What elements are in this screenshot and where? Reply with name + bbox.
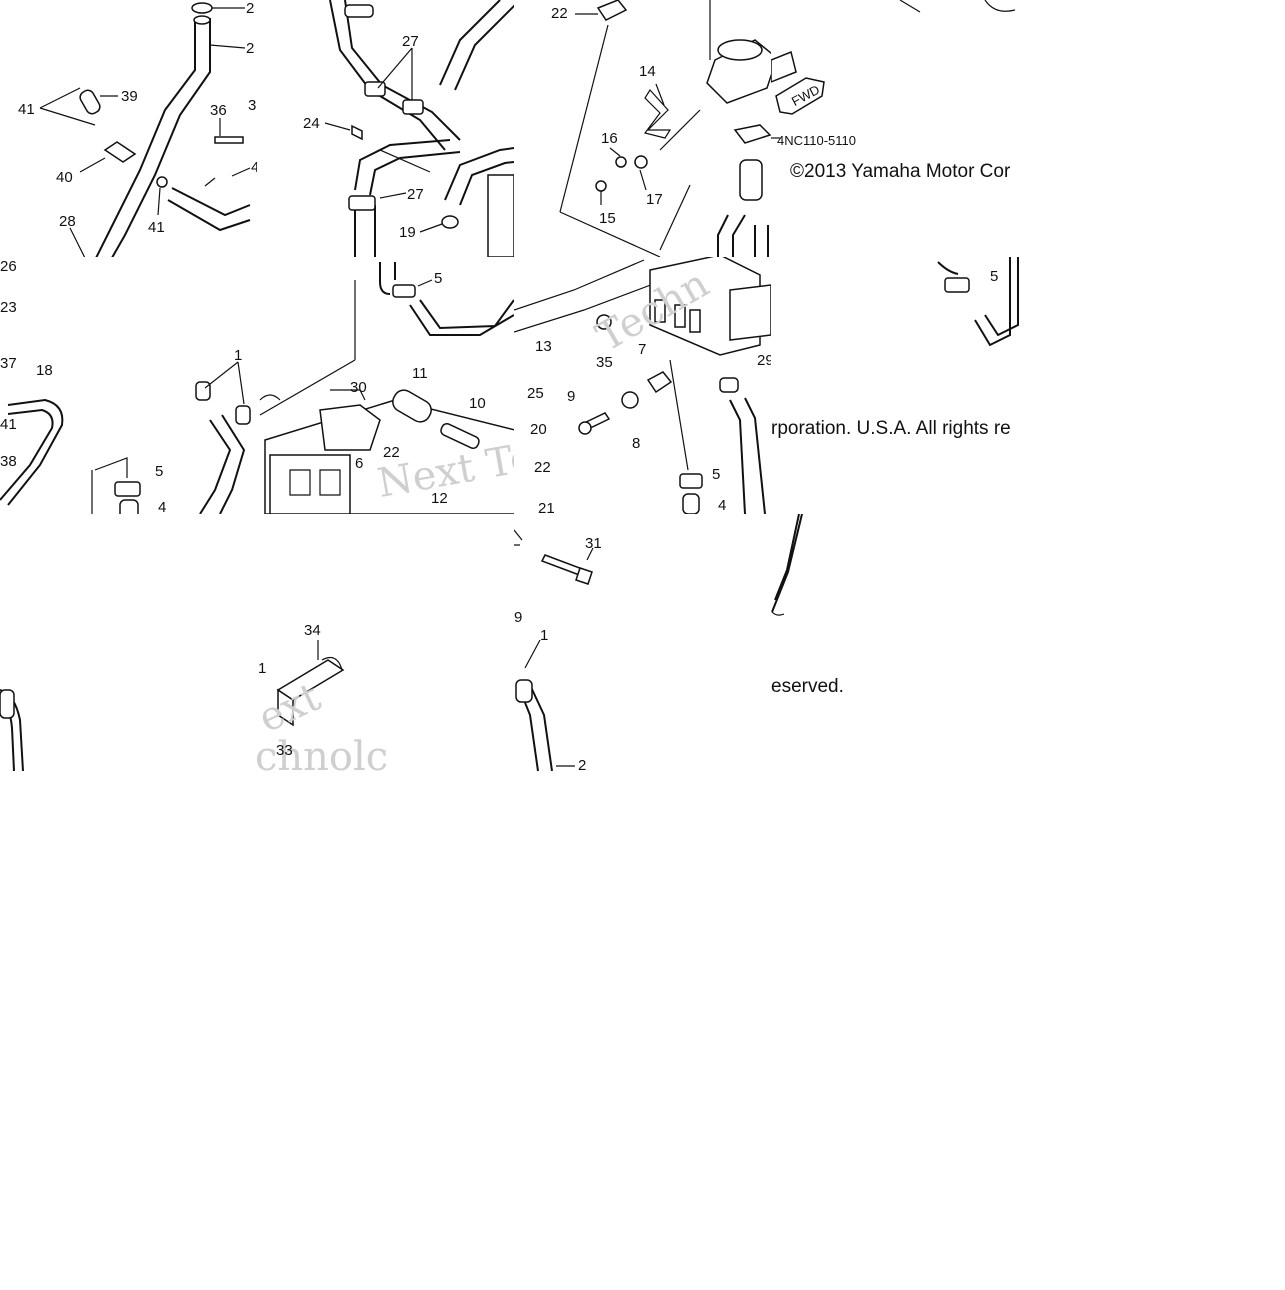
callout-5: 5 <box>990 268 998 285</box>
callout-38: 38 <box>0 453 17 470</box>
callout-41: 41 <box>148 219 165 236</box>
callout-5: 5 <box>155 463 163 480</box>
callout-20: 20 <box>530 421 547 438</box>
callout-1: 1 <box>540 627 548 644</box>
callout-13: 13 <box>535 338 552 355</box>
tile-bottom-center-right: 31 9 1 2 <box>514 529 602 774</box>
callout-41: 41 <box>0 416 17 433</box>
callout-3: 3 <box>301 511 309 528</box>
callout-16: 16 <box>601 130 618 147</box>
tile-middle-center-right: Techn 13 35 7 25 20 22 9 8 21 5 4 29 <box>514 257 774 517</box>
callout-35: 35 <box>596 354 613 371</box>
callout-6: 6 <box>355 455 363 472</box>
callout-2: 2 <box>246 0 254 17</box>
callout-25: 25 <box>527 385 544 402</box>
callout-1: 1 <box>258 660 266 677</box>
callout-41: 41 <box>18 101 35 118</box>
callout-1: 1 <box>234 347 242 364</box>
tile-middle-center-left: Next Te 30 11 10 22 6 12 3 5 <box>259 262 514 528</box>
callout-2: 2 <box>246 40 254 57</box>
watermark-text: chnolc <box>255 734 388 780</box>
callout-27: 27 <box>407 186 424 203</box>
tile-middle-left: 26 23 37 18 41 38 5 4 1 <box>0 258 251 516</box>
callout-5: 5 <box>712 466 720 483</box>
callout-4: 4 <box>158 499 166 516</box>
tile-top-center-right: 22 14 16 15 17 <box>551 0 771 257</box>
copyright-line-3: eserved. <box>771 676 844 697</box>
callout-40: 40 <box>56 169 73 186</box>
fwd-arrow-icon <box>775 77 825 115</box>
callout-5: 5 <box>434 270 442 287</box>
tile-top-right: FWD 4NC110-5110 ©2013 Yamaha Motor Cor <box>771 0 1016 182</box>
callout-11: 11 <box>412 365 428 382</box>
callout-28: 28 <box>59 213 76 230</box>
tile-top-left: 2 2 39 41 36 3 40 41 28 4 <box>18 0 259 257</box>
callout-21: 21 <box>538 500 555 517</box>
callout-29: 29 <box>757 352 774 369</box>
callout-8: 8 <box>632 435 640 452</box>
part-code: 4NC110-5110 <box>777 133 856 148</box>
callout-2: 2 <box>578 757 586 774</box>
callout-14: 14 <box>639 63 656 80</box>
callout-22: 22 <box>534 459 551 476</box>
callout-37: 37 <box>0 355 17 372</box>
callout-12: 12 <box>431 490 448 507</box>
callout-9: 9 <box>567 388 575 405</box>
callout-33: 33 <box>276 742 293 759</box>
callout-19: 19 <box>399 224 416 241</box>
callout-3: 3 <box>248 97 256 114</box>
tile-top-center-left: 27 24 27 19 <box>303 0 514 257</box>
callout-17: 17 <box>646 191 663 208</box>
callout-10: 10 <box>469 395 486 412</box>
callout-27: 27 <box>402 33 419 50</box>
tile-bottom-center-left: ext chnolc 34 1 33 <box>255 622 388 780</box>
callout-7: 7 <box>638 341 646 358</box>
callout-9: 9 <box>514 609 522 626</box>
callout-4: 4 <box>251 159 259 176</box>
callout-30: 30 <box>350 379 367 396</box>
callout-23: 23 <box>0 299 17 316</box>
copyright-line-1: ©2013 Yamaha Motor Cor <box>790 161 1011 182</box>
callout-34: 34 <box>304 622 321 639</box>
callout-18: 18 <box>36 362 53 379</box>
callout-39: 39 <box>121 88 138 105</box>
callout-22: 22 <box>383 444 400 461</box>
callout-15: 15 <box>599 210 616 227</box>
tile-bottom-left <box>0 689 24 771</box>
callout-24: 24 <box>303 115 320 132</box>
tile-middle-right: 5 rporation. U.S.A. All rights re <box>771 257 1019 439</box>
callout-22: 22 <box>551 5 568 22</box>
copyright-line-2: rporation. U.S.A. All rights re <box>771 418 1011 439</box>
callout-26: 26 <box>0 258 17 275</box>
callout-31: 31 <box>585 535 602 552</box>
callout-36: 36 <box>210 102 227 119</box>
callout-4: 4 <box>718 497 726 514</box>
tile-bottom-right: eserved. <box>771 514 844 697</box>
